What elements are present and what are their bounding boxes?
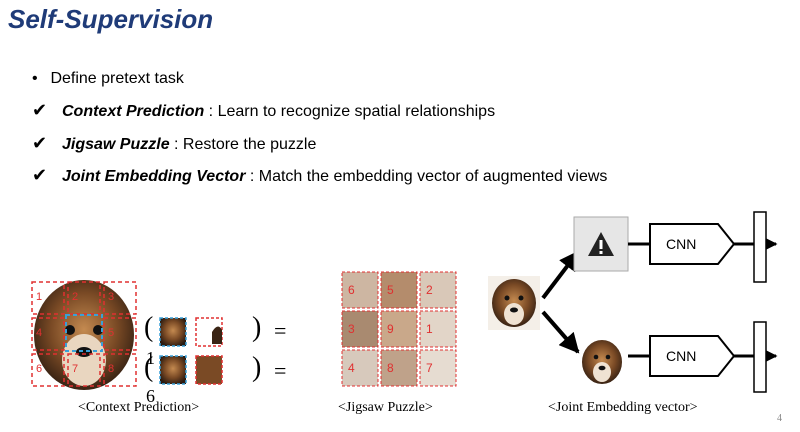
jigsaw-tile: [341, 271, 379, 309]
item-description: : Match the embedding vector of augmente…: [245, 168, 608, 185]
item-description: : Restore the puzzle: [169, 136, 317, 153]
jigsaw-tile-number: 7: [426, 361, 433, 375]
open-paren-1: (: [144, 312, 154, 343]
context-cell-number: 2: [72, 291, 78, 303]
context-prediction-figure: 1 2 3 4 5 6 7 8: [28, 278, 138, 390]
context-cell: [67, 353, 101, 387]
equation-rows: [159, 317, 223, 385]
item-title: Jigsaw Puzzle: [62, 136, 170, 153]
jigsaw-tile: [419, 349, 457, 387]
caption-context: <Context Prediction>: [78, 400, 200, 415]
cnn-label-bottom: CNN: [666, 348, 697, 364]
item-jigsaw-puzzle: ✔ Jigsaw Puzzle : Restore the puzzle: [32, 133, 316, 154]
jigsaw-figure: 6 5 2 3 9 1 4 8 7: [341, 271, 457, 387]
equals-1: =: [274, 318, 287, 343]
page-number: 4: [777, 413, 782, 424]
item-title: Context Prediction: [62, 103, 205, 120]
context-cell-number: 7: [72, 363, 78, 375]
cnn-block-top: [649, 223, 736, 265]
jigsaw-tile-number: 4: [348, 361, 355, 375]
jigsaw-tile: [380, 349, 418, 387]
row-label-1: 1: [146, 348, 155, 368]
jigsaw-tile-number: 2: [426, 283, 433, 297]
checkmark-icon: ✔: [32, 100, 48, 120]
cnn-block-bottom: [649, 335, 736, 377]
jigsaw-tile: [380, 271, 418, 309]
row-label-2: 6: [146, 386, 155, 406]
context-cell: [103, 317, 137, 351]
caption-jigsaw: <Jigsaw Puzzle>: [338, 400, 433, 415]
slide-title: Self-Supervision: [8, 4, 214, 34]
jigsaw-tile: [341, 349, 379, 387]
jigsaw-tile: [419, 310, 457, 348]
jigsaw-tile-number: 8: [387, 361, 394, 375]
context-cell-number: 6: [36, 363, 42, 375]
context-cell-number: 1: [36, 291, 42, 303]
context-cell-number: 5: [108, 327, 114, 339]
cnn-label-top: CNN: [666, 236, 697, 252]
bullet-text: Define pretext task: [50, 70, 184, 87]
jigsaw-tile: [419, 271, 457, 309]
context-cell-number: 8: [108, 363, 114, 375]
context-cell: [31, 353, 65, 387]
jigsaw-tile-number: 6: [348, 283, 355, 297]
jigsaw-tile-number: 9: [387, 322, 394, 336]
checkmark-icon: ✔: [32, 133, 48, 153]
open-paren-2: (: [144, 352, 154, 383]
source-dog-image: [488, 276, 540, 330]
close-paren-2: ): [252, 352, 262, 383]
item-title: Joint Embedding Vector: [62, 168, 246, 185]
item-joint-embedding: ✔ Joint Embedding Vector : Match the embe…: [32, 165, 607, 186]
context-cell: [103, 353, 137, 387]
jigsaw-tile: [341, 310, 379, 348]
item-description: : Learn to recognize spatial relationshi…: [204, 103, 496, 120]
center-patch: [65, 314, 103, 352]
context-cell: [103, 281, 137, 315]
jigsaw-tile-number: 3: [348, 322, 355, 336]
embedding-vector-bottom: [753, 321, 767, 393]
context-cell-number: 3: [108, 291, 114, 303]
joint-embedding-figure: [488, 211, 778, 393]
checkmark-icon: ✔: [32, 165, 48, 185]
jigsaw-tile: [380, 310, 418, 348]
close-paren-1: ): [252, 312, 262, 343]
jigsaw-tile-number: 5: [387, 283, 394, 297]
augmented-dog-image: [582, 340, 622, 384]
context-cell-number: 4: [36, 327, 42, 339]
caption-joint: <Joint Embedding vector>: [548, 400, 698, 415]
context-cell: [31, 317, 65, 351]
equals-2: =: [274, 358, 287, 383]
item-context-prediction: ✔ Context Prediction : Learn to recognize…: [32, 100, 495, 121]
bullet-dot-icon: •: [32, 70, 38, 87]
embedding-vector-top: [753, 211, 767, 283]
bullet-define-pretext: • Define pretext task: [32, 70, 184, 88]
context-cell: [31, 281, 65, 315]
jigsaw-tile-number: 1: [426, 322, 433, 336]
